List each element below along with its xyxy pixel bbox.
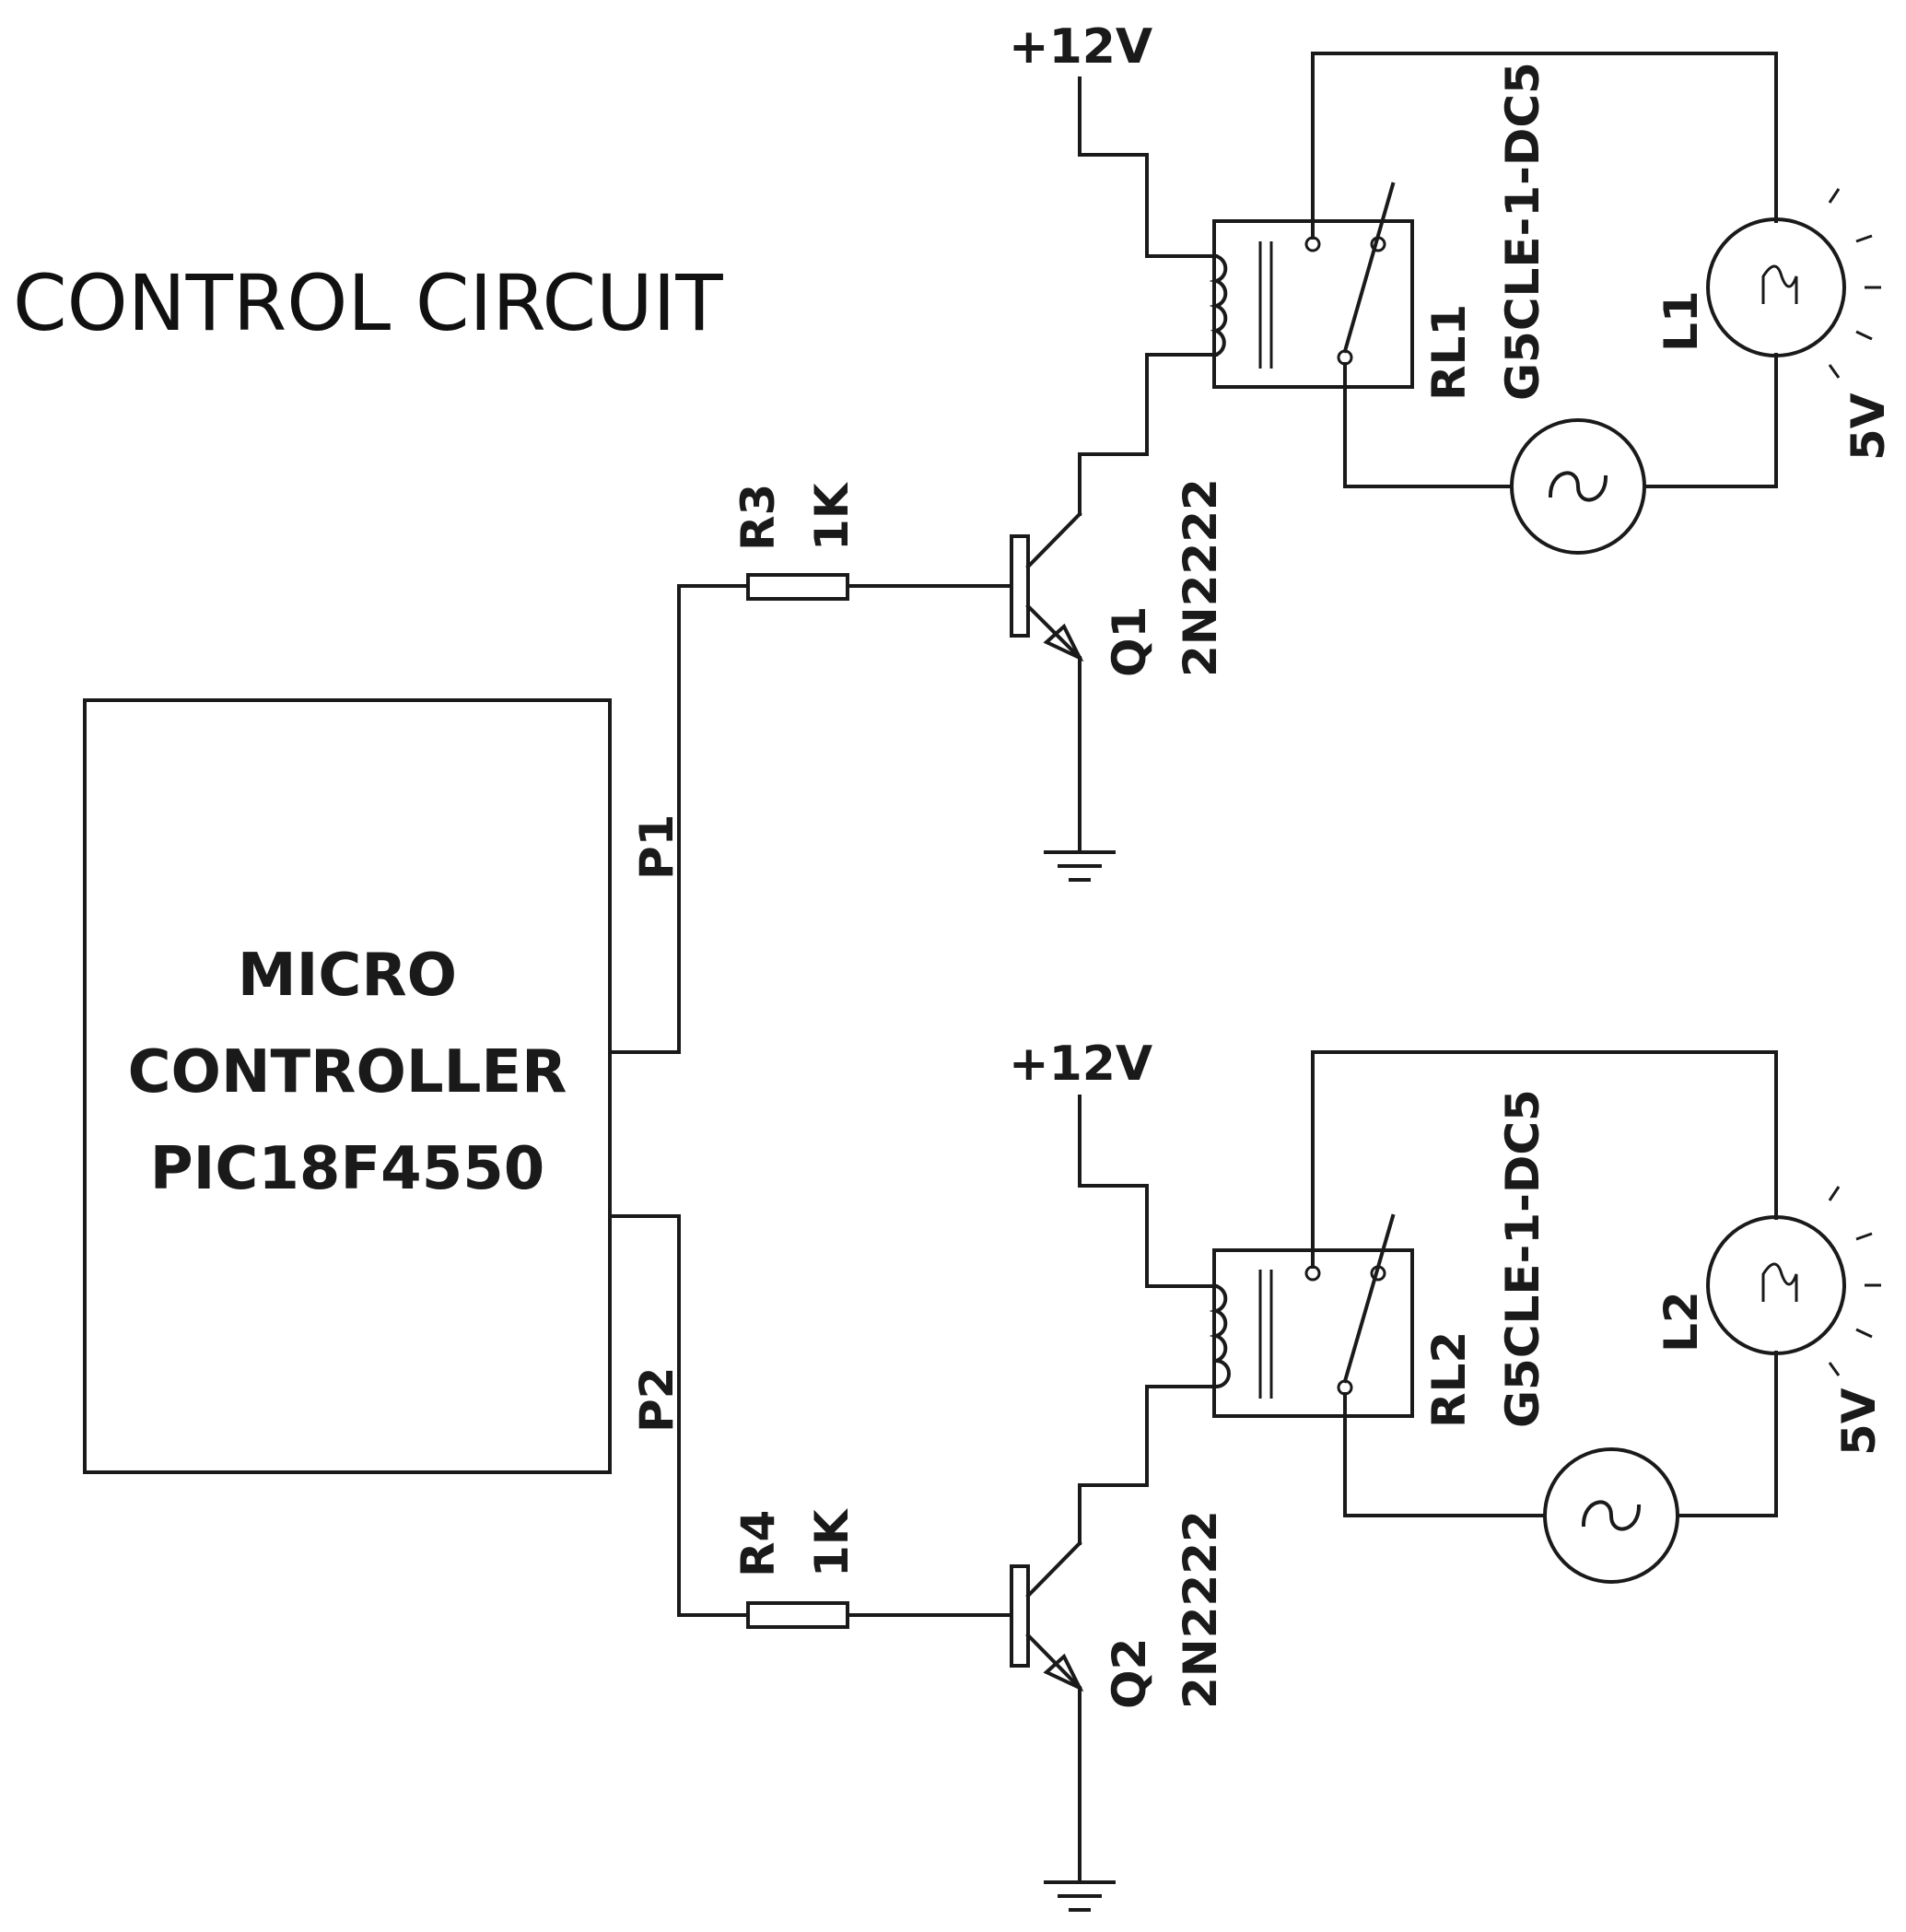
q1-part-label: 2N2222 (1174, 478, 1227, 677)
rl2-coil (1209, 1283, 1231, 1389)
microcontroller-block: MICRO CONTROLLER PIC18F4550 (83, 698, 612, 1474)
l2-ref-label: L2 (1655, 1291, 1708, 1352)
r3-value-label: 1K (805, 481, 859, 551)
q1-base-bar (1010, 534, 1030, 638)
lamp-l1 (1706, 188, 1881, 379)
q2-collector (1025, 1540, 1082, 1598)
rl2-no-contact (1304, 1265, 1321, 1282)
q2-base-bar (1010, 1564, 1030, 1668)
load-2-return-wire (1676, 1351, 1778, 1517)
supply-1-label: +12V (1009, 19, 1152, 75)
lamp-l2-globe (1706, 1215, 1846, 1355)
l1-ref-label: L1 (1655, 290, 1708, 352)
rl1-ref-label: RL1 (1422, 304, 1476, 401)
q1-emitter-arrow (1043, 623, 1084, 662)
rl2-part-label: G5CLE-1-DC5 (1496, 1089, 1549, 1428)
ac-source-2 (1543, 1447, 1679, 1584)
diagram-title: CONTROL CIRCUIT (13, 258, 723, 348)
ac-source-1 (1510, 418, 1646, 555)
load-1-top-wire (1311, 52, 1778, 240)
rl1-part-label: G5CLE-1-DC5 (1496, 62, 1549, 401)
r4-ref-label: R4 (731, 1510, 785, 1577)
ground-symbol-1 (1044, 850, 1116, 882)
mcu-label-line1: MICRO (238, 942, 457, 1010)
mcu-label-line3: PIC18F4550 (150, 1135, 545, 1203)
r4-value-label: 1K (805, 1507, 859, 1577)
transistor-q2 (991, 1540, 1084, 1692)
rl1-body (1212, 219, 1414, 389)
q2-ref-label: Q2 (1103, 1638, 1156, 1709)
rl1-coil (1209, 253, 1228, 357)
l1-voltage-label: 5V (1842, 392, 1895, 461)
load-2-com-wire (1343, 1392, 1547, 1517)
q2-emitter-arrow (1043, 1653, 1084, 1692)
l2-voltage-label: 5V (1832, 1388, 1886, 1456)
channel-2: P2 R4 1K Q2 2N2222 +12V (608, 1036, 1886, 1912)
r3-ref-label: R3 (731, 484, 785, 551)
supply-2-wire (1078, 1095, 1218, 1288)
load-1-com-wire (1343, 362, 1514, 488)
lamp-l2 (1706, 1186, 1881, 1376)
q1-emitter (1025, 603, 1082, 661)
load-2-top-wire (1311, 1050, 1778, 1269)
resistor-r4 (746, 1601, 849, 1629)
p2-label: P2 (630, 1367, 684, 1433)
lamp-l1-globe (1706, 217, 1846, 357)
load-1-return-wire (1643, 353, 1778, 488)
rl1-no-contact (1304, 236, 1321, 252)
q1-collector (1025, 511, 1082, 569)
p2-wire (608, 1214, 750, 1617)
resistor-r3 (746, 573, 849, 601)
q2-collector-wire (1078, 1385, 1218, 1545)
lamp-l2-rays (1828, 1186, 1881, 1376)
mcu-label-line2: CONTROLLER (128, 1038, 567, 1107)
rl2-switch-arm (1342, 1213, 1396, 1384)
supply-2-label: +12V (1009, 1036, 1152, 1092)
transistor-q1 (991, 511, 1084, 662)
rl1-com-contact (1337, 349, 1353, 366)
lamp-l2-filament (1761, 1262, 1798, 1302)
rl2-body (1212, 1248, 1414, 1418)
q1-ref-label: Q1 (1103, 606, 1156, 677)
q2-emitter (1025, 1633, 1082, 1691)
p1-wire (608, 584, 750, 1054)
lamp-l1-filament (1761, 264, 1798, 304)
q1-collector-wire (1078, 353, 1218, 516)
rl2-com-contact (1337, 1379, 1353, 1396)
q2-part-label: 2N2222 (1174, 1510, 1227, 1709)
supply-1-wire (1078, 76, 1218, 258)
microcontroller-body (83, 698, 612, 1474)
lamp-l1-rays (1828, 188, 1881, 379)
rl2-ref-label: RL2 (1422, 1331, 1476, 1428)
channel-1: P1 R3 1K Q1 2N2222 +12V (608, 19, 1895, 1054)
p1-label: P1 (630, 814, 684, 880)
ground-symbol-2 (1044, 1880, 1116, 1912)
rl1-switch-arm (1342, 181, 1396, 354)
